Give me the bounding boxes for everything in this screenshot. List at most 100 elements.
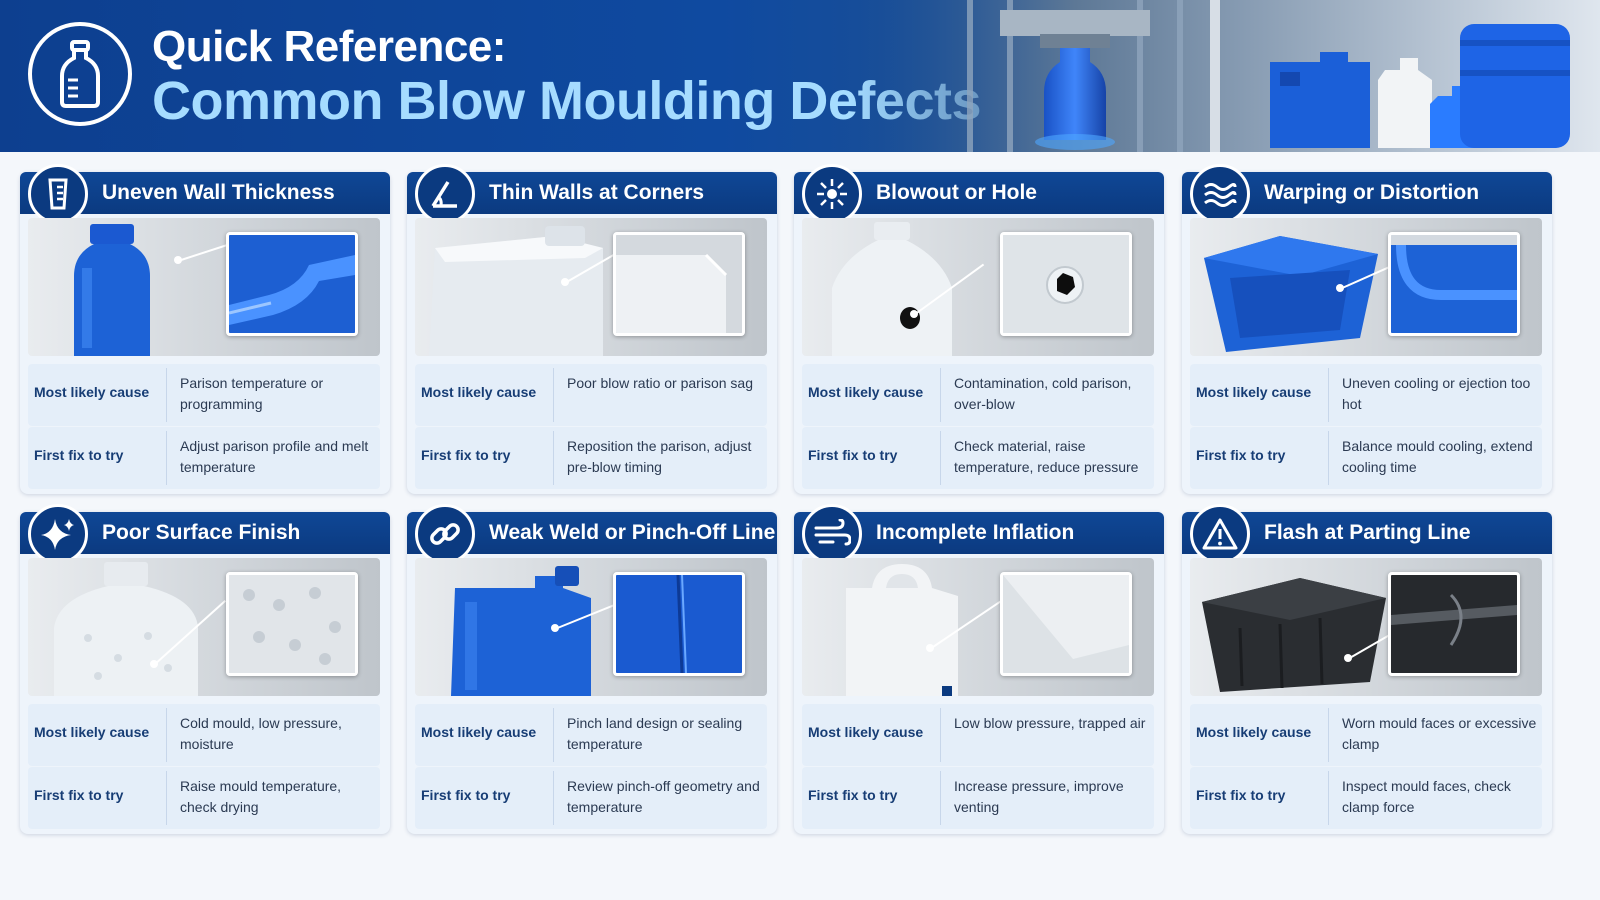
cause-value: Contamination, cold parison, over-blow	[954, 375, 1132, 412]
defect-closeup	[613, 572, 745, 676]
defect-closeup	[613, 232, 745, 336]
defect-photo	[1190, 558, 1542, 696]
product-illustration	[802, 558, 1002, 696]
cause-row: Most likely cause Parison temperature or…	[28, 364, 380, 426]
sparkle-icon	[28, 504, 88, 564]
fix-label: First fix to try	[34, 447, 124, 463]
row-divider	[940, 708, 941, 762]
cause-value: Worn mould faces or excessive clamp	[1342, 715, 1537, 752]
cause-row: Most likely cause Uneven cooling or ejec…	[1190, 364, 1542, 426]
defect-photo	[1190, 218, 1542, 356]
defect-card: Incomplete Inflation Most likely cause L…	[794, 504, 1164, 834]
card-title: Thin Walls at Corners	[489, 181, 705, 204]
measuring-cup-icon	[28, 164, 88, 224]
defect-closeup	[1000, 232, 1132, 336]
card-header: Flash at Parting Line	[1182, 504, 1552, 564]
fix-row: First fix to try Reposition the parison,…	[415, 427, 767, 489]
warning-triangle-icon	[1190, 504, 1250, 564]
fix-row: First fix to try Check material, raise t…	[802, 427, 1154, 489]
corner-angle-icon	[415, 164, 475, 224]
cause-row: Most likely cause Worn mould faces or ex…	[1190, 704, 1542, 766]
fix-label: First fix to try	[1196, 787, 1286, 803]
row-divider	[166, 368, 167, 422]
fix-row: First fix to try Raise mould temperature…	[28, 767, 380, 829]
row-divider	[166, 708, 167, 762]
fix-label: First fix to try	[421, 787, 511, 803]
fix-row: First fix to try Review pinch-off geomet…	[415, 767, 767, 829]
card-title: Blowout or Hole	[876, 181, 1037, 204]
row-divider	[553, 708, 554, 762]
product-illustration	[28, 218, 228, 356]
defect-card: Flash at Parting Line Most likely cause …	[1182, 504, 1552, 834]
cause-label: Most likely cause	[34, 384, 150, 400]
cause-value: Poor blow ratio or parison sag	[567, 375, 753, 391]
bottle-icon	[28, 22, 132, 126]
defect-card: Thin Walls at Corners Most likely cause …	[407, 164, 777, 494]
defect-closeup	[226, 232, 358, 336]
defect-photo	[28, 218, 380, 356]
defect-photo	[415, 558, 767, 696]
defect-photo	[802, 218, 1154, 356]
card-title: Weak Weld or Pinch-Off Line	[489, 521, 776, 544]
defect-closeup	[226, 572, 358, 676]
fix-label: First fix to try	[421, 447, 511, 463]
row-divider	[1328, 431, 1329, 485]
cause-row: Most likely cause Pinch land design or s…	[415, 704, 767, 766]
row-divider	[553, 368, 554, 422]
fix-value: Reposition the parison, adjust pre-blow …	[567, 438, 752, 475]
fix-row: First fix to try Adjust parison profile …	[28, 427, 380, 489]
card-title: Incomplete Inflation	[876, 521, 1075, 544]
row-divider	[940, 368, 941, 422]
card-title: Warping or Distortion	[1264, 181, 1480, 204]
chain-link-icon	[415, 504, 475, 564]
row-divider	[1328, 771, 1329, 825]
cause-label: Most likely cause	[808, 724, 924, 740]
cause-row: Most likely cause Contamination, cold pa…	[802, 364, 1154, 426]
defect-card: Poor Surface Finish Most likely cause Co…	[20, 504, 390, 834]
card-header: Incomplete Inflation	[794, 504, 1164, 564]
product-illustration	[1190, 558, 1390, 696]
defect-card: Uneven Wall Thickness Most likely cause …	[20, 164, 390, 494]
product-illustration	[1190, 218, 1390, 356]
row-divider	[166, 771, 167, 825]
product-illustration	[28, 558, 228, 696]
wind-icon	[802, 504, 862, 564]
fix-value: Raise mould temperature, check drying	[180, 778, 342, 815]
defect-card: Blowout or Hole Most likely cause Contam…	[794, 164, 1164, 494]
cause-label: Most likely cause	[34, 724, 150, 740]
cause-row: Most likely cause Cold mould, low pressu…	[28, 704, 380, 766]
fix-row: First fix to try Inspect mould faces, ch…	[1190, 767, 1542, 829]
cause-row: Most likely cause Low blow pressure, tra…	[802, 704, 1154, 766]
defect-closeup	[1388, 572, 1520, 676]
defect-card: Weak Weld or Pinch-Off Line Most likely …	[407, 504, 777, 834]
fix-value: Adjust parison profile and melt temperat…	[180, 438, 369, 475]
cause-label: Most likely cause	[421, 384, 537, 400]
page-header: Quick Reference: Common Blow Moulding De…	[0, 0, 1600, 152]
card-title: Uneven Wall Thickness	[102, 181, 335, 204]
cause-label: Most likely cause	[421, 724, 537, 740]
cause-value: Uneven cooling or ejection too hot	[1342, 375, 1531, 412]
fix-label: First fix to try	[34, 787, 124, 803]
cause-value: Low blow pressure, trapped air	[954, 715, 1146, 731]
blow-moulding-machine-photo	[850, 0, 1600, 152]
card-header: Poor Surface Finish	[20, 504, 390, 564]
row-divider	[940, 771, 941, 825]
row-divider	[1328, 708, 1329, 762]
cause-value: Pinch land design or sealing temperature	[567, 715, 743, 752]
cause-value: Cold mould, low pressure, moisture	[180, 715, 342, 752]
fix-label: First fix to try	[808, 787, 898, 803]
card-header: Weak Weld or Pinch-Off Line	[407, 504, 777, 564]
burst-icon	[802, 164, 862, 224]
fix-value: Review pinch-off geometry and temperatur…	[567, 778, 760, 815]
card-header: Uneven Wall Thickness	[20, 164, 390, 224]
page-title-line2: Common Blow Moulding Defects	[152, 71, 982, 131]
defect-closeup	[1388, 232, 1520, 336]
defect-closeup	[1000, 572, 1132, 676]
waves-icon	[1190, 164, 1250, 224]
fix-value: Balance mould cooling, extend cooling ti…	[1342, 438, 1533, 475]
row-divider	[940, 431, 941, 485]
page-title-line1: Quick Reference:	[152, 22, 506, 71]
product-illustration	[415, 558, 615, 696]
card-title: Flash at Parting Line	[1264, 521, 1471, 544]
